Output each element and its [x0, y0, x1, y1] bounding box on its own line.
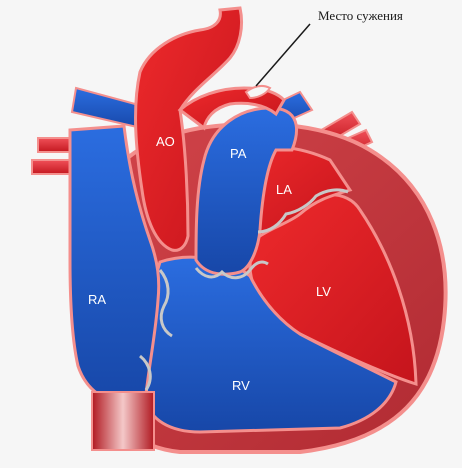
label-ra: RA — [88, 292, 106, 307]
inferior-vena-cava — [92, 392, 154, 450]
label-la: LA — [276, 182, 292, 197]
label-lv: LV — [316, 284, 331, 299]
label-ao: AO — [156, 134, 175, 149]
callout-label: Место сужения — [318, 8, 403, 23]
label-pa: PA — [230, 146, 247, 161]
callout-line — [256, 24, 310, 86]
label-rv: RV — [232, 378, 250, 393]
